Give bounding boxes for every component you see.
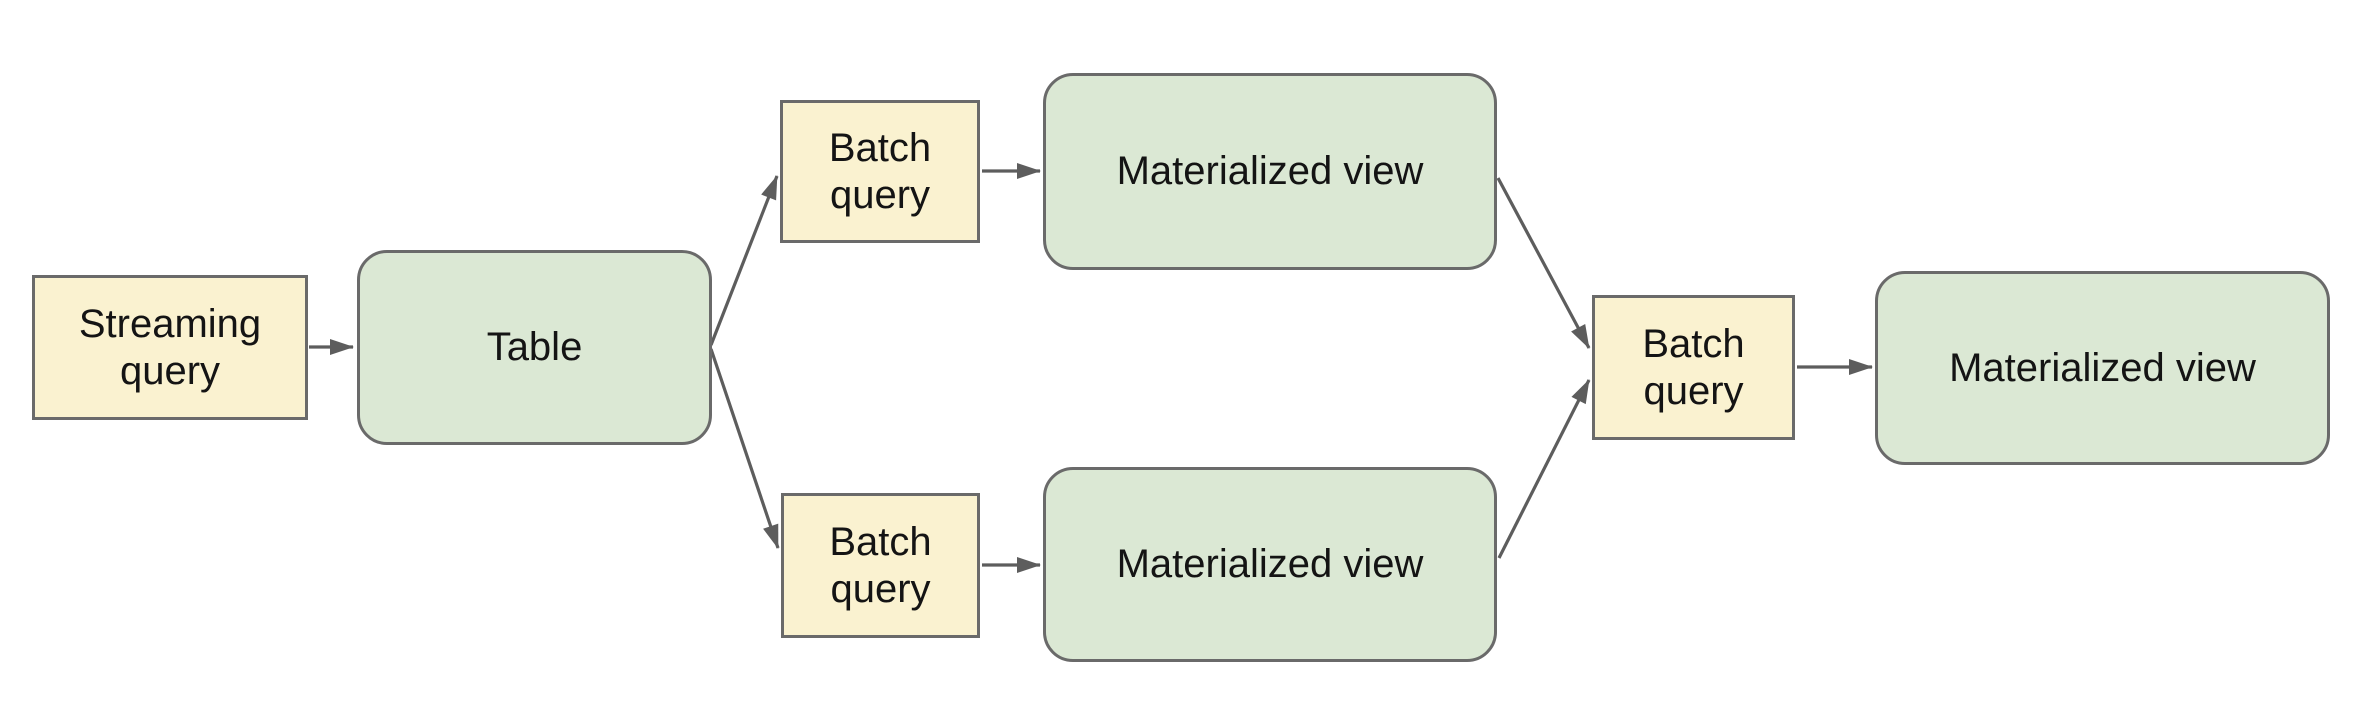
node-batch-query-bottom-label: Batch query [829,519,932,611]
node-materialized-view-right: Materialized view [1875,271,2330,465]
node-materialized-view-bottom: Materialized view [1043,467,1497,662]
edge-mv-bottom-to-batch-right [1497,379,1591,559]
edge-mv-top-to-batch-right [1496,177,1591,349]
node-materialized-view-right-label: Materialized view [1949,345,2256,390]
edge-table-to-batch-bottom [709,348,780,549]
node-batch-query-right-label: Batch query [1642,321,1745,413]
edge-table-to-batch-top [709,175,779,346]
node-streaming-query-label: Streaming query [78,301,262,393]
node-materialized-view-top-label: Materialized view [1116,149,1424,194]
node-table-label: Table [486,325,583,370]
node-batch-query-top: Batch query [780,100,980,243]
node-materialized-view-top: Materialized view [1043,73,1497,270]
node-batch-query-bottom: Batch query [781,493,980,638]
node-materialized-view-bottom-label: Materialized view [1116,542,1424,587]
node-batch-query-right: Batch query [1592,295,1795,440]
node-streaming-query: Streaming query [32,275,308,420]
node-batch-query-top-label: Batch query [828,125,932,217]
node-table: Table [357,250,712,445]
